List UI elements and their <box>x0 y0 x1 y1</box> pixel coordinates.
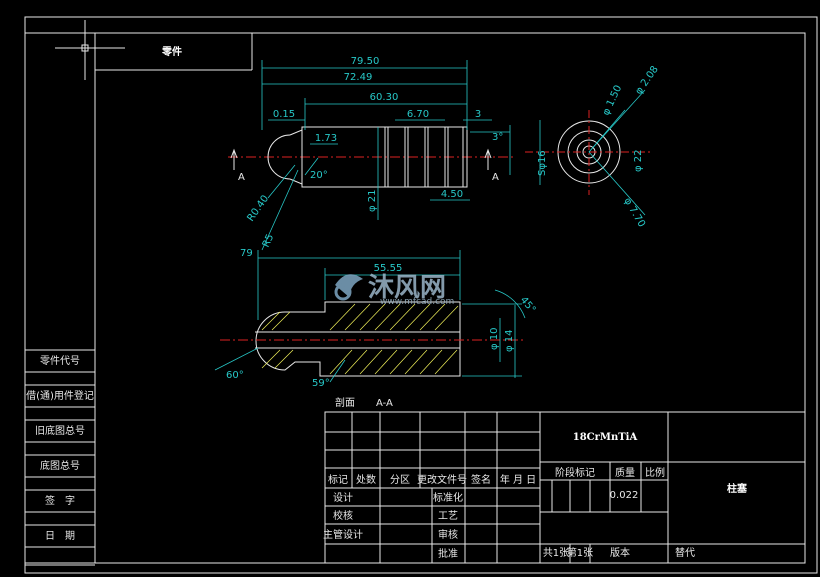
end-view <box>525 89 650 216</box>
section-letter-left: A <box>238 172 245 183</box>
dim-angle-59: 59° <box>312 378 330 389</box>
rev-header-sign: 签名 <box>471 473 491 486</box>
left-col-old-master: 旧底图总号 <box>35 424 85 437</box>
crosshair-box <box>81 44 89 52</box>
rev-header-count: 处数 <box>356 473 376 486</box>
dim-55-55: 55.55 <box>374 263 403 274</box>
stage-label: 阶段标记 <box>555 466 595 479</box>
dim-3: 3 <box>475 109 481 120</box>
dim-angle-20: 20° <box>310 170 328 181</box>
rev-header-zone: 分区 <box>390 474 410 486</box>
rev-header-date: 年 月 日 <box>500 473 536 486</box>
watermark-url: www.mfcad.com <box>380 297 454 307</box>
sign-design: 设计 <box>333 491 353 504</box>
watermark-brand: 沐风网 <box>368 273 446 303</box>
replace-label: 替代 <box>675 546 695 559</box>
dim-0-15: 0.15 <box>273 109 295 120</box>
section-hatching <box>261 303 459 375</box>
sign-process: 工艺 <box>438 510 458 522</box>
sign-chief-design: 主管设计 <box>323 528 363 541</box>
part-name: 柱塞 <box>727 482 748 495</box>
dim-phi14: φ 14 <box>504 330 515 353</box>
section-name: A-A <box>376 398 393 409</box>
left-col-borrow-reg: 借(通)用件登记 <box>26 389 94 402</box>
sign-review: 审核 <box>438 528 458 541</box>
dim-phi2-08: φ 2.08 <box>633 64 660 97</box>
dim-angle-45: 45° <box>518 295 538 316</box>
dim-1-73: 1.73 <box>315 133 337 144</box>
dim-phi1-50: φ 1.50 <box>601 84 625 118</box>
scale-label: 比例 <box>645 466 665 479</box>
left-col-part-code: 零件代号 <box>40 355 80 367</box>
dim-phi22: φ 22 <box>633 150 644 173</box>
dim-60-30: 60.30 <box>370 92 399 103</box>
front-dimension-lines <box>261 60 511 251</box>
rev-header-doc: 更改文件号 <box>417 473 467 486</box>
section-label: 剖面 <box>335 396 355 409</box>
section-outline <box>255 301 461 377</box>
section-letter-right: A <box>492 172 499 183</box>
dim-sphi16: Sφ16 <box>537 150 548 176</box>
title-block-grid <box>324 411 806 564</box>
version-label: 版本 <box>610 546 630 559</box>
dim-r0-40: R0.40 <box>245 193 271 223</box>
sign-standard: 标准化 <box>433 491 463 504</box>
watermark-logo-icon <box>335 274 363 297</box>
front-view <box>228 126 515 188</box>
dim-angle-60: 60° <box>226 370 244 381</box>
sign-approve: 批准 <box>438 547 458 560</box>
rev-header-mark: 标记 <box>328 474 348 486</box>
dim-angle-3: 3° <box>492 132 503 143</box>
dim-phi21: φ 21 <box>367 190 378 213</box>
left-column-table <box>24 349 96 564</box>
dim-phi10: φ 10 <box>489 328 500 351</box>
sheet-number: 第1张 <box>567 546 593 559</box>
left-col-date: 日 期 <box>45 530 75 542</box>
ball-end <box>267 134 291 180</box>
dim-79: 79 <box>240 248 253 259</box>
part-title: 零件 <box>161 45 182 58</box>
material-label: 18CrMnTiA <box>573 432 638 443</box>
mass-label: 质量 <box>615 467 635 479</box>
dim-r5: R5 <box>261 233 277 250</box>
left-col-signature: 签 字 <box>45 494 75 507</box>
section-view <box>214 250 526 383</box>
dim-4-50: 4.50 <box>441 189 463 200</box>
mass-value: 0.022 <box>610 490 639 501</box>
total-sheets: 共1张 <box>543 547 569 559</box>
sign-check: 校核 <box>333 509 353 522</box>
dim-72-49: 72.49 <box>344 72 373 83</box>
left-col-master: 底图总号 <box>40 459 80 472</box>
watermark: 沐风网 www.mfcad.com <box>334 273 454 307</box>
dim-79-50: 79.50 <box>351 56 380 67</box>
dim-6-70: 6.70 <box>407 109 429 120</box>
outer-border <box>24 16 818 574</box>
